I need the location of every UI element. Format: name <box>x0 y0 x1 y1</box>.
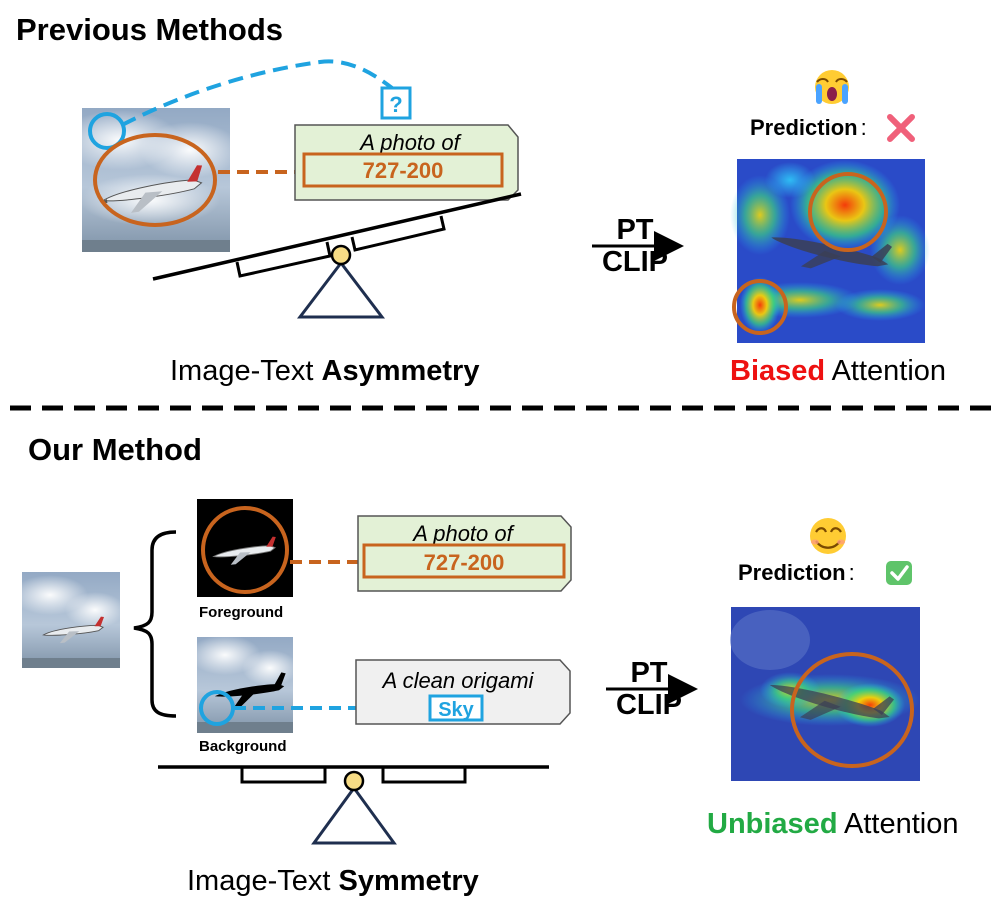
prediction-text: Prediction <box>738 560 846 585</box>
background-region-marker <box>199 690 235 726</box>
arrow-label-clip: CLIP <box>601 246 669 278</box>
seesaw-top <box>152 192 522 319</box>
foreground-region-marker <box>93 133 217 227</box>
smiling-face-emoji-icon <box>810 518 846 554</box>
prediction-text: Prediction <box>750 115 858 140</box>
result-rest: Attention <box>837 808 959 840</box>
background-image <box>189 635 298 733</box>
unknown-text-box <box>380 86 412 120</box>
airplane-icon <box>771 237 893 269</box>
bg-word: Sky <box>438 699 474 721</box>
airplane-icon <box>769 684 895 720</box>
result-rest: Attention <box>825 355 947 387</box>
section-title-previous: Previous Methods <box>16 12 283 47</box>
arrow-label-pt: PT <box>616 214 654 246</box>
class-name-top: 727-200 <box>363 158 444 183</box>
result-highlight: Biased <box>730 355 826 387</box>
caption-plain: Image-Text <box>170 355 322 387</box>
airplane-icon <box>101 165 203 213</box>
check-mark-button-icon <box>886 561 912 585</box>
prediction-colon: : <box>860 115 867 140</box>
result-highlight: Unbiased <box>707 808 838 840</box>
prediction-label-top: Prediction: <box>750 115 867 141</box>
background-region-marker <box>88 112 126 150</box>
result-unbiased: Unbiased Attention <box>707 808 958 841</box>
attention-map-top <box>730 159 930 343</box>
crying-face-emoji-icon <box>815 70 849 104</box>
seesaw-bottom <box>158 765 549 845</box>
airplane-silhouette-icon <box>214 672 286 707</box>
background-link-line <box>121 59 394 127</box>
result-biased: Biased Attention <box>730 355 946 388</box>
caption-plain: Image-Text <box>187 865 339 897</box>
class-name-foreground: 727-200 <box>424 550 505 575</box>
caption-bold: Asymmetry <box>321 355 480 387</box>
cross-mark-icon <box>887 114 915 142</box>
prompt-text-foreground: A photo of <box>411 521 515 546</box>
background-label: Background <box>199 738 287 755</box>
class-name-box-foreground <box>362 543 566 579</box>
prompt-text-top: A photo of <box>358 130 462 155</box>
prompt-card-top <box>294 124 519 201</box>
airplane-icon <box>212 536 277 565</box>
prompt-card-background <box>355 659 571 725</box>
prompt-text-background: A clean origami <box>381 668 535 693</box>
prompt-card-foreground <box>357 515 572 592</box>
attention-map-bottom <box>730 607 920 781</box>
foreground-label: Foreground <box>199 604 284 621</box>
arrow-label-top: PT CLIP <box>592 214 678 278</box>
bg-word-box <box>428 694 484 722</box>
caption-asymmetry: Image-Text Asymmetry <box>170 355 479 388</box>
arrow-label-bottom: PT CLIP <box>606 657 692 721</box>
airplane-icon <box>42 616 104 644</box>
question-mark: ? <box>389 92 402 117</box>
split-brace <box>133 530 177 718</box>
prediction-label-bottom: Prediction: <box>738 560 855 586</box>
input-image-bottom <box>12 572 125 668</box>
arrow-label-pt: PT <box>630 657 668 689</box>
class-name-box-top <box>302 152 504 188</box>
caption-bold: Symmetry <box>338 865 479 897</box>
arrow-label-clip: CLIP <box>615 689 683 721</box>
prediction-colon: : <box>848 560 855 585</box>
caption-symmetry: Image-Text Symmetry <box>187 865 479 898</box>
section-title-ours: Our Method <box>28 432 202 467</box>
foreground-image <box>197 499 293 597</box>
